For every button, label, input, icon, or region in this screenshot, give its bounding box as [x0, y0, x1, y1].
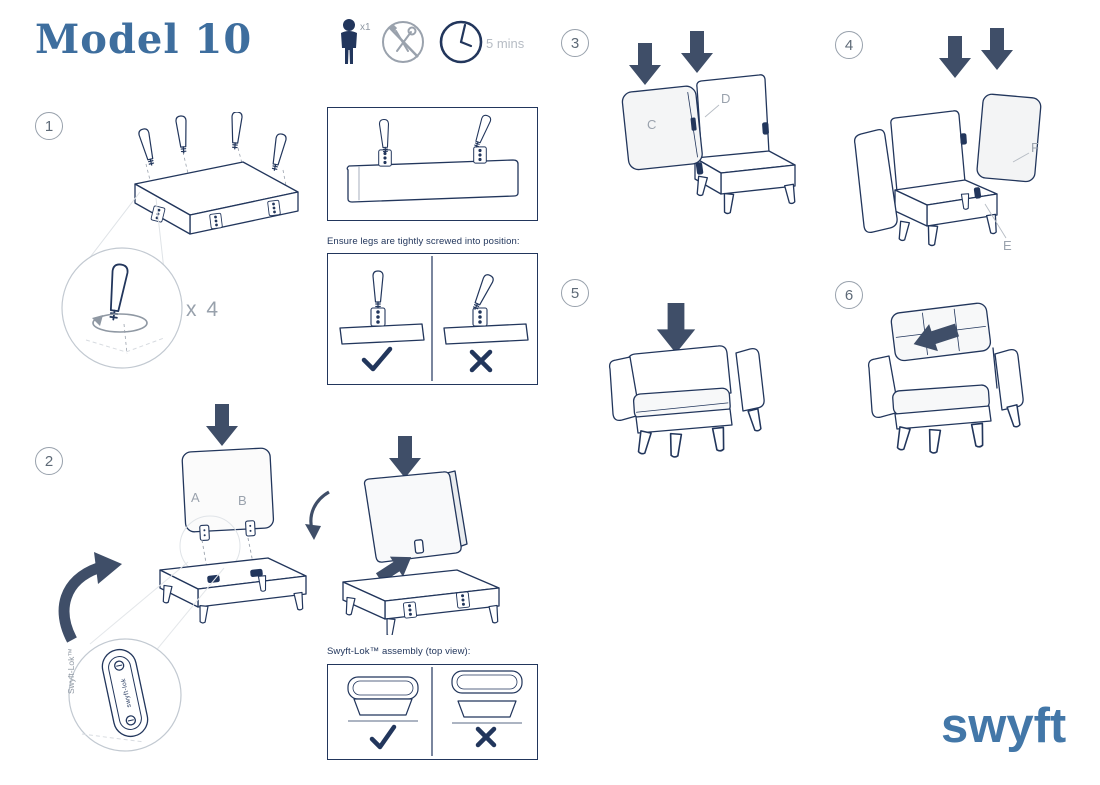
step-5-number: 5 [570, 284, 580, 302]
down-arrow-icon [681, 31, 713, 73]
rotate-ellipse-icon [92, 313, 148, 333]
legs-overview-panel [327, 107, 538, 221]
down-arrow-icon [981, 28, 1013, 70]
label-e-leader [984, 203, 1007, 239]
cross-icon [475, 726, 497, 748]
no-tools-icon [382, 21, 424, 63]
person-count-label: x1 [360, 22, 371, 33]
connector-a-label: A [191, 490, 200, 505]
part-d-label: D [721, 91, 730, 106]
brand-logo: swyft [941, 699, 1067, 753]
step-4-badge: 4 [835, 31, 863, 59]
label-f-leader [1012, 152, 1030, 163]
lok-check-illustration [347, 667, 523, 756]
step-1-number: 1 [44, 117, 54, 135]
step2-insertion-illustration [305, 436, 500, 635]
lok-check-panel [327, 664, 538, 760]
swyft-lok-caption: Swyft-Lok™ [66, 648, 76, 694]
side-panel-f [976, 93, 1042, 183]
rotate-up-arrow-icon [58, 552, 122, 643]
step-4-number: 4 [844, 36, 854, 54]
step-2-number: 2 [44, 452, 54, 470]
connector-b-label: B [238, 493, 247, 508]
swyft-lok-magnifier: swyft-lok [68, 638, 182, 752]
rotate-arrow-icon [305, 490, 330, 540]
check-icon [361, 346, 393, 372]
legs-check-panel [327, 253, 538, 385]
step-5-badge: 5 [561, 279, 589, 307]
step5-seat-cushion-illustration [608, 303, 765, 459]
person-icon [341, 19, 357, 64]
down-arrow-icon [656, 303, 696, 354]
legs-check-illustration [339, 256, 529, 381]
swyft-lok-connector: swyft-lok [101, 648, 149, 738]
seat-base [342, 569, 500, 635]
step-3-badge: 3 [561, 29, 589, 57]
seat-base [159, 557, 307, 624]
clock-icon [439, 20, 483, 64]
lok-wrong-example [451, 670, 523, 724]
step-2-badge: 2 [35, 447, 63, 475]
backrest-panel-tilted [363, 470, 468, 563]
cushioned-back-panel [621, 85, 703, 171]
down-arrow-icon [939, 36, 971, 78]
step-1-badge: 1 [35, 112, 63, 140]
cross-icon [469, 349, 493, 373]
down-arrow-icon [629, 43, 661, 85]
meta-icons: x1 5 mins [341, 19, 525, 64]
sofa-base [134, 161, 299, 235]
sofa-legs [137, 112, 288, 172]
label-d-leader [704, 104, 720, 118]
step-6-number: 6 [844, 286, 854, 304]
magnifier-leader-lines [89, 561, 225, 654]
lok-correct-example [347, 676, 419, 722]
backrest-panel [181, 447, 275, 541]
step4-side-panel-illustration: F E [853, 28, 1042, 253]
leg-correct-example [339, 270, 425, 345]
lok-note: Swyft-Lok™ assembly (top view): [327, 646, 471, 657]
chair-unit [853, 93, 1042, 247]
magnifier-leader-lines [87, 191, 165, 271]
armchair-complete [867, 302, 1024, 455]
legs-overview-illustration [346, 113, 519, 203]
armchair-frame [608, 345, 765, 459]
legs-count-label: x 4 [186, 298, 220, 321]
page-title: Model 10 [35, 16, 253, 63]
step1-base-and-legs-illustration: x 4 [61, 112, 299, 369]
check-icon [369, 724, 397, 750]
leg-wrong-example [443, 272, 529, 345]
down-arrow-icon [206, 404, 238, 446]
legs-note: Ensure legs are tightly screwed into pos… [327, 236, 520, 247]
magnifier-detail [61, 247, 183, 369]
rotate-arrowhead-icon [92, 315, 103, 326]
step2-backrest-to-base-illustration: A B swyft-lok Swyft-Lok™ [58, 404, 307, 752]
part-f-label: F [1031, 140, 1039, 155]
step3-back-panel-illustration: C D [621, 31, 798, 215]
part-c-label: C [647, 117, 656, 132]
part-e-label: E [1003, 238, 1012, 253]
duration-label: 5 mins [486, 36, 525, 51]
step-6-badge: 6 [835, 281, 863, 309]
seat-unit [694, 74, 798, 215]
down-arrow-icon [389, 436, 421, 478]
step6-back-cushion-illustration [867, 302, 1024, 455]
step-3-number: 3 [570, 34, 580, 52]
